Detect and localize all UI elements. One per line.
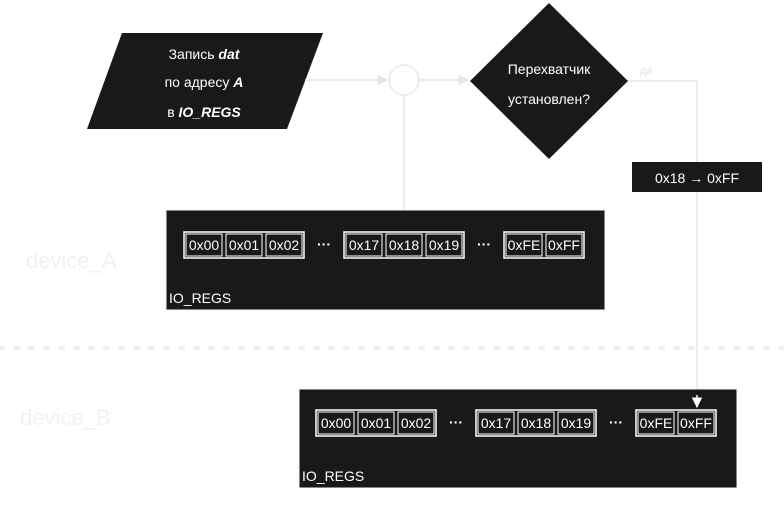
edge-yes-branch	[628, 80, 703, 409]
edge-yes-label: да	[640, 65, 653, 77]
device-b-register-cell	[517, 411, 555, 435]
device-b-register-cell	[397, 411, 435, 435]
hook-decision-line-2: установлен?	[508, 91, 590, 107]
device-b-register-label: 0xFE	[640, 415, 673, 431]
hook-decision-shape	[470, 3, 628, 159]
device-b-register-cell	[317, 411, 355, 435]
device-a-register-cell	[265, 233, 303, 257]
device-a-register-cell	[385, 233, 423, 257]
device-b-register-group-2	[635, 409, 717, 437]
device-b-register-group-0	[315, 409, 437, 437]
device-b-ellipsis: ···	[609, 414, 623, 430]
device-a-register-cell	[425, 233, 463, 257]
device-b-io-regs: 0x00 0x01 0x02 ··· 0x17 0x18 0x19 ··· 0xFE 0xFF I…	[298, 388, 738, 489]
device-a-register-label: 0x17	[349, 237, 380, 253]
junction-node[interactable]	[388, 64, 420, 96]
device-a-ellipsis: ···	[477, 236, 491, 252]
device-a-register-label: 0x18	[389, 237, 420, 253]
device-b-register-label: 0x01	[361, 415, 392, 431]
device-a-register-cell	[505, 233, 543, 257]
device-b-register-row: 0x00 0x01 0x02 ··· 0x17 0x18 0x19 ··· 0xFE 0xFF	[315, 409, 717, 437]
device-a-io-regs-label: IO_REGS	[169, 290, 231, 306]
device-a-register-label: 0x00	[189, 237, 220, 253]
device-b-io-regs-label: IO_REGS	[302, 468, 364, 484]
write-operation-node[interactable]: Запись dat по адресу A в IO_REGS	[87, 33, 323, 129]
hook-decision-line-1: Перехватчик	[508, 61, 591, 77]
device-b-ellipsis: ···	[449, 414, 463, 430]
device-b-register-cell	[557, 411, 595, 435]
device-a-register-cell	[345, 233, 383, 257]
device-a-register-cell	[545, 233, 583, 257]
write-operation-line-3: в IO_REGS	[167, 104, 241, 120]
device-b-register-group-1	[475, 409, 597, 437]
device-a-register-label: 0x02	[269, 237, 300, 253]
device-a-register-label: 0xFE	[508, 237, 541, 253]
device-a-register-cell	[225, 233, 263, 257]
remap-box-bg	[632, 162, 762, 192]
device-a-register-row: 0x00 0x01 0x02 ··· 0x17 0x18 0x19 ··· 0xFE 0xFF	[183, 231, 585, 259]
device-a-register-label: 0x19	[429, 237, 460, 253]
device-a-register-label: 0x01	[229, 237, 260, 253]
remap-box: 0x18 → 0xFF	[632, 162, 762, 192]
device-b-register-label: 0xFF	[680, 415, 712, 431]
device-b-register-label: 0x19	[561, 415, 592, 431]
device-a-io-regs-bg	[165, 209, 606, 311]
device-a-register-group-2	[503, 231, 585, 259]
lane-label-device-a: device_A	[26, 248, 117, 273]
device-b-register-cell	[477, 411, 515, 435]
device-a-ellipsis: ···	[317, 236, 331, 252]
device-b-register-label: 0x17	[481, 415, 512, 431]
write-operation-line-2: по адресу A	[165, 74, 244, 90]
device-a-register-group-0	[183, 231, 305, 259]
device-b-register-cell	[677, 411, 715, 435]
device-a-register-group-1	[343, 231, 465, 259]
device-b-register-cell	[637, 411, 675, 435]
hook-decision-node[interactable]: Перехватчик установлен?	[470, 3, 628, 159]
device-a-io-regs: 0x00 0x01 0x02 ··· 0x17 0x18 0x19 ··· 0xFE 0xFF I…	[165, 209, 606, 311]
device-b-register-label: 0x18	[521, 415, 552, 431]
write-operation-line-1: Запись dat	[169, 46, 241, 62]
write-operation-shape	[87, 33, 323, 129]
device-a-register-label: 0xFF	[548, 237, 580, 253]
lane-label-device-b: device_B	[20, 405, 111, 430]
device-b-register-label: 0x00	[321, 415, 352, 431]
device-b-register-cell	[357, 411, 395, 435]
device-b-io-regs-bg	[298, 388, 738, 489]
remap-text: 0x18 → 0xFF	[655, 170, 739, 186]
device-a-register-cell	[185, 233, 223, 257]
device-b-register-label: 0x02	[401, 415, 432, 431]
